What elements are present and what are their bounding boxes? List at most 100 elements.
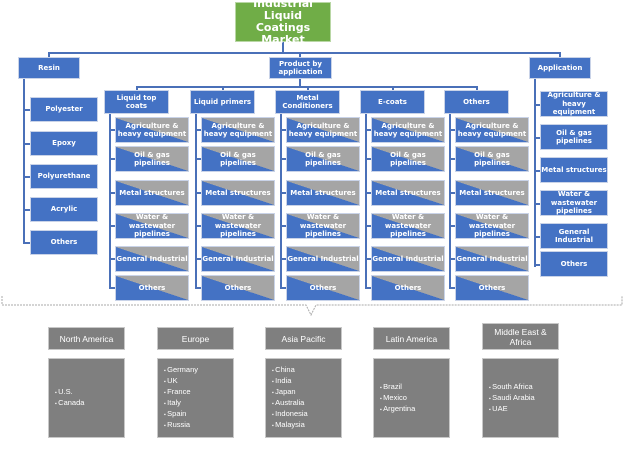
- application-item: Agriculture & heavy equipment: [540, 91, 608, 117]
- product-sub-item: Agriculture & heavy equipment: [371, 117, 445, 143]
- connector: [23, 79, 25, 244]
- product-sub-item: General Industrial: [455, 246, 529, 272]
- product-sub-item: Others: [115, 275, 189, 301]
- connector: [23, 176, 31, 178]
- connector: [280, 129, 287, 131]
- country-list: South AfricaSaudi ArabiaUAE: [489, 382, 535, 415]
- connector: [195, 287, 202, 289]
- country-list: BrazilMexicoArgentina: [380, 382, 415, 415]
- country-item: China: [272, 365, 308, 376]
- country-item: Brazil: [380, 382, 415, 393]
- product-sub-item: Metal structures: [115, 180, 189, 206]
- connector: [534, 104, 541, 106]
- connector: [365, 192, 372, 194]
- connector: [23, 242, 31, 244]
- connector: [195, 192, 202, 194]
- connector: [109, 158, 116, 160]
- connector: [195, 129, 202, 131]
- product-sub-item: Agriculture & heavy equipment: [286, 117, 360, 143]
- country-item: Russia: [164, 420, 198, 431]
- product-column-header: Liquid primers: [190, 90, 255, 114]
- product-sub-item: Water & wastewater pipelines: [371, 213, 445, 239]
- connector: [365, 225, 372, 227]
- region-countries: U.S.Canada: [48, 358, 125, 438]
- connector: [280, 192, 287, 194]
- product-sub-item: Others: [455, 275, 529, 301]
- connector: [282, 42, 284, 53]
- region-countries: South AfricaSaudi ArabiaUAE: [482, 358, 559, 438]
- product-sub-item: Water & wastewater pipelines: [115, 213, 189, 239]
- connector: [299, 52, 301, 57]
- country-item: U.S.: [55, 387, 84, 398]
- connector: [449, 287, 456, 289]
- product-sub-item: General Industrial: [286, 246, 360, 272]
- connector: [534, 170, 541, 172]
- connector: [365, 158, 372, 160]
- connector: [449, 129, 456, 131]
- connector: [109, 192, 116, 194]
- connector: [109, 114, 111, 287]
- product-sub-item: General Industrial: [371, 246, 445, 272]
- connector: [280, 158, 287, 160]
- connector: [195, 114, 197, 287]
- country-list: U.S.Canada: [55, 387, 84, 409]
- connector: [559, 52, 561, 57]
- product-sub-item: Oil & gas pipelines: [115, 146, 189, 172]
- product-sub-item: Metal structures: [286, 180, 360, 206]
- connector: [48, 52, 50, 57]
- country-item: UK: [164, 376, 198, 387]
- country-item: Argentina: [380, 404, 415, 415]
- connector: [280, 225, 287, 227]
- product-sub-item: Oil & gas pipelines: [201, 146, 275, 172]
- connector: [136, 86, 476, 88]
- diagram-title: Industrial Liquid Coatings Market: [235, 0, 331, 46]
- connector: [109, 225, 116, 227]
- connector: [109, 258, 116, 260]
- product-sub-item: General Industrial: [201, 246, 275, 272]
- resin-item: Epoxy: [30, 131, 98, 156]
- country-list: GermanyUKFranceItalySpainRussia: [164, 365, 198, 431]
- connector: [534, 236, 541, 238]
- country-item: Spain: [164, 409, 198, 420]
- connector: [280, 114, 282, 287]
- application-item: Oil & gas pipelines: [540, 124, 608, 150]
- connector: [534, 137, 541, 139]
- connector: [222, 86, 224, 91]
- connector: [109, 287, 116, 289]
- product-sub-item: General Industrial: [115, 246, 189, 272]
- resin-item: Acrylic: [30, 197, 98, 222]
- country-item: Malaysia: [272, 420, 308, 431]
- connector: [136, 86, 138, 91]
- region-header: Asia Pacific: [265, 327, 342, 350]
- country-item: Japan: [272, 387, 308, 398]
- application-item: Metal structures: [540, 157, 608, 183]
- application-item: General Industrial: [540, 223, 608, 249]
- country-item: UAE: [489, 404, 535, 415]
- country-item: Canada: [55, 398, 84, 409]
- region-countries: BrazilMexicoArgentina: [373, 358, 450, 438]
- connector: [534, 264, 541, 266]
- resin-header: Resin: [18, 57, 80, 79]
- product-sub-item: Others: [286, 275, 360, 301]
- resin-item: Polyester: [30, 97, 98, 122]
- region-header: North America: [48, 327, 125, 350]
- product-header: Product by application: [269, 57, 332, 79]
- connector: [307, 86, 309, 91]
- product-sub-item: Metal structures: [201, 180, 275, 206]
- product-column-header: E-coats: [360, 90, 425, 114]
- product-sub-item: Others: [201, 275, 275, 301]
- connector: [449, 225, 456, 227]
- resin-item: Others: [30, 230, 98, 255]
- connector: [449, 158, 456, 160]
- country-item: South Africa: [489, 382, 535, 393]
- application-item: Water & wastewater pipelines: [540, 190, 608, 216]
- product-sub-item: Agriculture & heavy equipment: [201, 117, 275, 143]
- region-bracket: [1, 296, 623, 317]
- product-column-header: Others: [444, 90, 509, 114]
- connector: [534, 79, 536, 267]
- connector: [23, 143, 31, 145]
- country-item: Saudi Arabia: [489, 393, 535, 404]
- application-item: Others: [540, 251, 608, 277]
